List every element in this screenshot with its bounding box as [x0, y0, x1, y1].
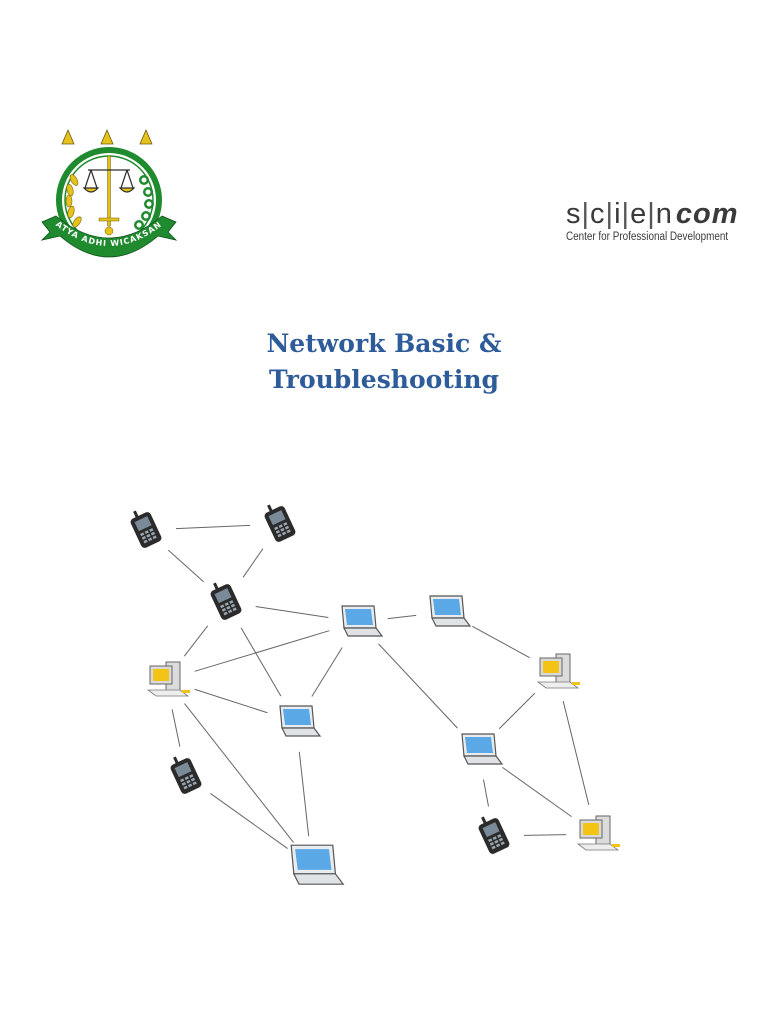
document-title: Network Basic & Troubleshooting — [0, 326, 768, 398]
network-link — [194, 688, 268, 714]
brand-letter: c — [590, 198, 605, 230]
network-link — [311, 647, 343, 697]
network-link — [210, 793, 288, 849]
network-link — [171, 709, 181, 747]
brand-letter: n — [655, 198, 672, 230]
network-link — [502, 766, 572, 818]
title-line-1: Network Basic & — [266, 329, 502, 358]
network-link — [184, 703, 294, 843]
desktop-icon — [576, 815, 620, 851]
scales-icon — [82, 169, 136, 193]
network-link — [242, 548, 264, 578]
network-link — [482, 779, 490, 807]
star-icon — [100, 128, 114, 145]
laptop-icon — [290, 844, 345, 885]
laptop-icon — [429, 595, 472, 627]
star-icon — [61, 128, 75, 145]
network-link — [240, 627, 282, 697]
brand-letter: i — [614, 198, 621, 230]
title-line-2: Troubleshooting — [269, 365, 499, 394]
network-link — [498, 692, 536, 730]
phone-icon — [478, 816, 510, 854]
laptop-icon — [279, 705, 322, 737]
phone-icon — [210, 582, 242, 620]
brand-suffix: com — [675, 198, 739, 230]
network-link — [562, 701, 590, 805]
desktop-icon — [536, 653, 580, 689]
laptop-icon — [461, 733, 504, 765]
sword-icon — [98, 155, 120, 236]
phone-icon — [170, 756, 202, 794]
institution-emblem: SATYA ADHI WICAKSANA — [36, 128, 178, 258]
network-link — [472, 625, 530, 659]
network-devices — [130, 504, 620, 885]
brand-tagline: Center for Professional Development — [566, 231, 729, 243]
network-link — [523, 834, 567, 836]
laptop-icon — [341, 605, 384, 637]
star-icon — [139, 128, 153, 145]
motto-ribbon — [40, 215, 178, 258]
brand-letter: e — [630, 198, 647, 230]
rice-stalk-icon — [65, 174, 82, 228]
network-link — [298, 751, 310, 837]
cotton-branch-icon — [134, 175, 154, 230]
network-link — [255, 605, 329, 619]
network-links — [167, 524, 590, 849]
phone-icon — [264, 504, 296, 542]
desktop-icon — [146, 661, 190, 697]
network-link — [387, 614, 417, 620]
phone-icon — [130, 510, 162, 548]
network-link — [167, 549, 205, 583]
network-link — [378, 643, 458, 729]
network-link — [175, 524, 251, 530]
network-link — [183, 625, 209, 657]
network-link — [194, 630, 330, 672]
brand-letter: s — [566, 198, 581, 230]
